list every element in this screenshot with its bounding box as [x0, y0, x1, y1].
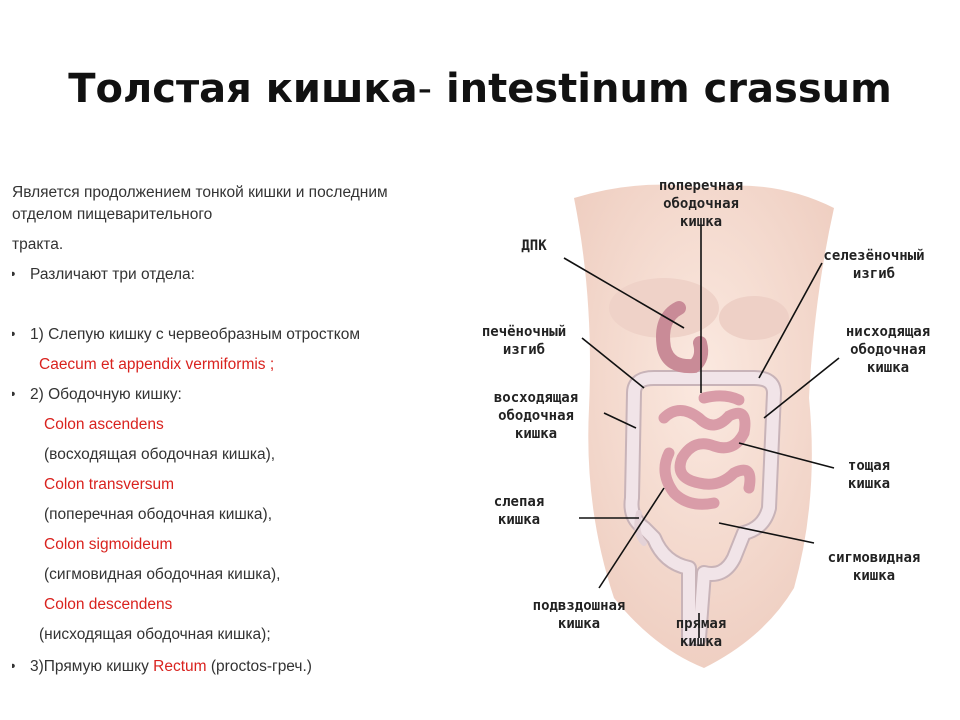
colon-latin-1: Colon ascendens	[44, 416, 164, 433]
colon-latin-3: Colon sigmoideum	[44, 536, 173, 553]
label-caecum-1: слепая	[494, 494, 545, 510]
pointer-lines	[563, 226, 840, 638]
label-splenic-1: селезёночный	[823, 248, 924, 264]
bullet-sections: Различают три отдела:	[12, 260, 195, 290]
title-latin: intestinum crassum	[445, 66, 892, 112]
label-ascending-1: восходящая	[494, 390, 578, 406]
intro-line-3: тракта.	[12, 236, 64, 253]
figure-labels: поперечная ободочная кишка ДПК селезёноч…	[482, 178, 930, 650]
rectum-latin: Rectum	[153, 658, 207, 675]
colon-russian-3: (сигмовидная ободочная кишка),	[44, 566, 281, 583]
bullet-colon: 2) Ободочную кишку:	[12, 380, 182, 410]
label-ascending-3: кишка	[515, 426, 557, 442]
intestine-illustration: поперечная ободочная кишка ДПК селезёноч…	[482, 178, 930, 668]
bullet-caecum: 1) Слепую кишку с червеобразным отростко…	[12, 320, 360, 350]
label-descending-2: ободочная	[850, 342, 926, 358]
rectum-prefix: 3)Прямую кишку	[30, 658, 154, 675]
colon-russian-2: (поперечная ободочная кишка),	[44, 506, 273, 523]
bullet-sections-text: Различают три отдела:	[30, 266, 195, 283]
slide-title: Толстая кишка- intestinum crassum	[0, 66, 960, 112]
anatomy-figure: поперечная ободочная кишка ДПК селезёноч…	[464, 168, 960, 680]
intro-line-2: отделом пищеварительного	[12, 206, 213, 223]
label-sigmoid-1: сигмовидная	[828, 550, 921, 566]
label-transverse-1: поперечная	[659, 178, 743, 194]
text-column: Является продолжением тонкой кишки и пос…	[12, 178, 464, 698]
label-descending-1: нисходящая	[846, 324, 930, 340]
intro-line-1: Является продолжением тонкой кишки и пос…	[12, 184, 388, 201]
label-descending-3: кишка	[867, 360, 909, 376]
label-dpk: ДПК	[521, 238, 547, 254]
colon-russian-1: (восходящая ободочная кишка),	[44, 446, 276, 463]
colon-latin-4: Colon descendens	[44, 596, 173, 613]
colon-latin-2: Colon transversum	[44, 476, 175, 493]
label-jejunum-1: тощая	[848, 458, 890, 474]
label-ileum-1: подвздошная	[533, 598, 626, 614]
label-transverse-2: ободочная	[663, 196, 739, 212]
caecum-latin: Caecum et appendix vermiformis ;	[39, 356, 275, 373]
label-hepatic-2: изгиб	[503, 342, 545, 358]
bullet-colon-text: 2) Ободочную кишку:	[30, 386, 182, 403]
small-intestine-shape	[658, 390, 756, 510]
colon-russian-4: (нисходящая ободочная кишка);	[39, 626, 271, 643]
appendix-shape	[634, 510, 647, 546]
label-ascending-2: ободочная	[498, 408, 574, 424]
liver-shape	[609, 278, 719, 338]
label-sigmoid-2: кишка	[853, 568, 895, 584]
title-separator: -	[417, 66, 432, 112]
label-splenic-2: изгиб	[853, 266, 895, 282]
label-caecum-2: кишка	[498, 512, 540, 528]
label-jejunum-2: кишка	[848, 476, 890, 492]
label-hepatic-1: печёночный	[482, 324, 566, 340]
bullet-caecum-text: 1) Слепую кишку с червеобразным отростко…	[30, 326, 360, 343]
label-ileum-2: кишка	[558, 616, 600, 632]
label-rectum-2: кишка	[680, 634, 722, 650]
label-rectum-1: прямая	[676, 616, 727, 632]
title-russian: Толстая кишка	[68, 66, 418, 112]
bullet-rectum: 3)Прямую кишку Rectum (proctos-греч.)	[12, 652, 312, 682]
rectum-suffix: (proctos-греч.)	[206, 658, 312, 675]
label-transverse-3: кишка	[680, 214, 722, 230]
stomach-shape	[719, 296, 789, 340]
